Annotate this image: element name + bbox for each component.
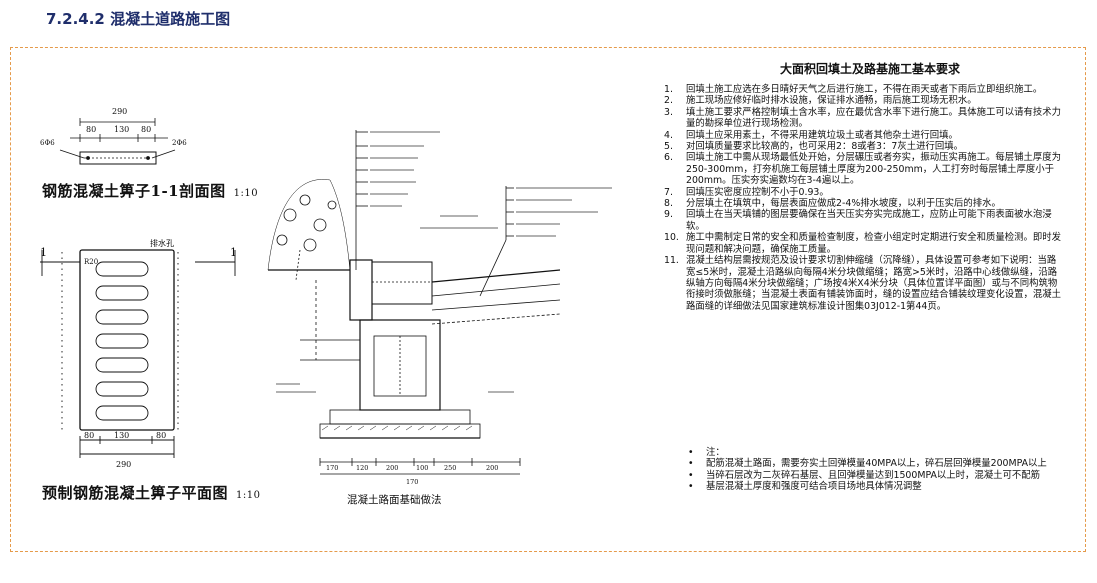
item-text: 混凝土结构层需按规范及设计要求切割伸缩缝（沉降缝），具体设置可参考如下说明：当路… [686, 255, 1062, 312]
plan-caption-text: 预制钢筋混凝土箅子平面图 [42, 484, 229, 502]
dim-bottom-c: 80 [156, 431, 166, 440]
item-number: 7. [664, 186, 673, 198]
list-item: 3. 填土施工要求严格控制填土含水率，应在最优含水率下进行施工。具体施工可以请有技… [664, 107, 1064, 130]
list-item: 4. 回填土应采用素土，不得采用建筑垃圾土或者其他杂土进行回填。 [664, 130, 1064, 141]
item-number: 2. [664, 95, 673, 107]
item-number: 5. [664, 141, 673, 153]
note-text: 配筋混凝土路面，需要夯实土回弹模量40MPA以上，碎石层回弹模量200MPA以上 [706, 458, 1047, 470]
list-item: 5. 对回填质量要求比较高的，也可采用2：8或者3：7灰土进行回填。 [664, 141, 1064, 152]
dim-top-c: 80 [141, 125, 151, 134]
section-scale: 1:10 [233, 188, 259, 199]
rebar-right-label: 2Φ6 [172, 139, 187, 147]
content-frame [10, 47, 1086, 552]
construction-drawings: 290 80 130 80 6Φ6 2Φ6 R20 排水孔 1 1 80 130… [40, 107, 612, 486]
road-dim-3: 200 [386, 464, 398, 472]
item-text: 施工中需制定日常的安全和质量检查制度，检查小组定时定期进行安全和质量检测。即时发… [686, 232, 1062, 255]
item-number: 1. [664, 84, 673, 95]
road-caption: 混凝土路面基础做法 [347, 494, 442, 506]
bullet-icon: • [688, 447, 694, 458]
note-item: • 基层混凝土厚度和强度可结合项目场地具体情况调整 [688, 481, 1078, 492]
item-text: 回填土施工应选在多日晴好天气之后进行施工，不得在雨天或者下雨后立即组织施工。 [686, 84, 1043, 95]
list-item: 10. 施工中需制定日常的安全和质量检查制度，检查小组定时定期进行安全和质量检测。… [664, 232, 1064, 255]
road-dim-4: 100 [416, 464, 428, 472]
item-text: 回填土在当天填铺的图层要确保在当天压实夯实完成施工，应防止可能下雨表面被水泡浸软… [686, 209, 1052, 232]
list-item: 7. 回填压实密度应控制不小于0.93。 [664, 187, 1064, 198]
notes-list: • 注： • 配筋混凝土路面，需要夯实土回弹模量40MPA以上，碎石层回弹模量200… [688, 447, 1078, 493]
item-number: 6. [664, 152, 673, 164]
rebar-left-label: 6Φ6 [40, 139, 55, 147]
bullet-icon: • [688, 469, 694, 481]
section-caption: 钢筋混凝土箅子1-1剖面图 1:10 [42, 180, 258, 201]
item-number: 10. [664, 232, 679, 244]
grate-plan-drawing [40, 249, 236, 458]
section-caption-text: 钢筋混凝土箅子1-1剖面图 [42, 182, 226, 200]
note-item: • 配筋混凝土路面，需要夯实土回弹模量40MPA以上，碎石层回弹模量200MPA以… [688, 458, 1078, 469]
item-text: 填土施工要求严格控制填土含水率，应在最优含水率下进行施工。具体施工可以请有技术力… [686, 106, 1062, 130]
list-item: 11. 混凝土结构层需按规范及设计要求切割伸缩缝（沉降缝），具体设置可参考如下说明… [664, 255, 1064, 312]
note-text: 基层混凝土厚度和强度可结合项目场地具体情况调整 [706, 481, 922, 493]
bullet-icon: • [688, 481, 694, 493]
dim-top-total: 290 [112, 107, 127, 116]
road-dim-1: 170 [326, 464, 338, 472]
section-mark-left: 1 [40, 246, 47, 259]
plan-scale: 1:10 [236, 490, 261, 501]
bullet-icon: • [688, 458, 694, 470]
item-number: 4. [664, 129, 673, 141]
item-text: 回填土应采用素土，不得采用建筑垃圾土或者其他杂土进行回填。 [686, 129, 958, 141]
item-text: 施工现场应修好临时排水设施，保证排水通畅，雨后施工现场无积水。 [686, 95, 977, 107]
road-dim-6: 200 [486, 464, 498, 472]
dim-top-a: 80 [86, 125, 96, 134]
drain-hole-label: 排水孔 [150, 238, 174, 248]
page-heading: 7.2.4.2 混凝土道路施工图 [46, 10, 231, 28]
note-text: 当碎石层改为二灰碎石基层、且回弹模量达到1500MPA以上时，混凝土可不配筋 [706, 469, 1041, 481]
dim-bottom-b: 130 [114, 431, 129, 440]
item-text: 回填压实密度应控制不小于0.93。 [686, 186, 829, 198]
list-item: 8. 分层填土在填筑中，每层表面应做成2-4%排水坡度，以利于压实后的排水。 [664, 198, 1064, 209]
item-number: 11. [664, 255, 679, 267]
layer-annotation-strokes [276, 131, 612, 393]
item-number: 9. [664, 209, 673, 221]
dim-top-b: 130 [114, 125, 129, 134]
radius-label: R20 [84, 258, 98, 266]
item-number: 8. [664, 198, 673, 210]
road-dim-7: 170 [406, 478, 418, 486]
road-dim-5: 250 [444, 464, 456, 472]
item-text: 分层填土在填筑中，每层表面应做成2-4%排水坡度，以利于压实后的排水。 [686, 198, 1001, 210]
requirements-list: 1. 回填土施工应选在多日晴好天气之后进行施工，不得在雨天或者下雨后立即组织施工。… [664, 84, 1064, 312]
section-mark-right: 1 [230, 246, 237, 259]
note-text: 注： [706, 447, 725, 458]
list-item: 2. 施工现场应修好临时排水设施，保证排水通畅，雨后施工现场无积水。 [664, 95, 1064, 106]
dim-bottom-total: 290 [116, 460, 131, 469]
grate-section-drawing [59, 118, 176, 165]
item-text: 对回填质量要求比较高的，也可采用2：8或者3：7灰土进行回填。 [686, 141, 963, 153]
item-text: 回填土施工中需从现场最低处开始，分层碾压或者夯实，振动压实再施工。每层铺土厚度为… [686, 152, 1062, 187]
list-item: 1. 回填土施工应选在多日晴好天气之后进行施工，不得在雨天或者下雨后立即组织施工。 [664, 84, 1064, 95]
dim-bottom-a: 80 [84, 431, 94, 440]
list-item: 9. 回填土在当天填铺的图层要确保在当天压实夯实完成施工，应防止可能下雨表面被水泡… [664, 209, 1064, 232]
requirements-title: 大面积回填土及路基施工基本要求 [779, 62, 960, 76]
note-item: • 当碎石层改为二灰碎石基层、且回弹模量达到1500MPA以上时，混凝土可不配筋 [688, 470, 1078, 481]
road-dim-2: 120 [356, 464, 368, 472]
item-number: 3. [664, 106, 673, 118]
note-item: • 注： [688, 447, 1078, 458]
road-foundation-drawing [267, 130, 561, 475]
list-item: 6. 回填土施工中需从现场最低处开始，分层碾压或者夯实，振动压实再施工。每层铺土厚… [664, 152, 1064, 186]
plan-caption: 预制钢筋混凝土箅子平面图 1:10 [42, 482, 260, 503]
